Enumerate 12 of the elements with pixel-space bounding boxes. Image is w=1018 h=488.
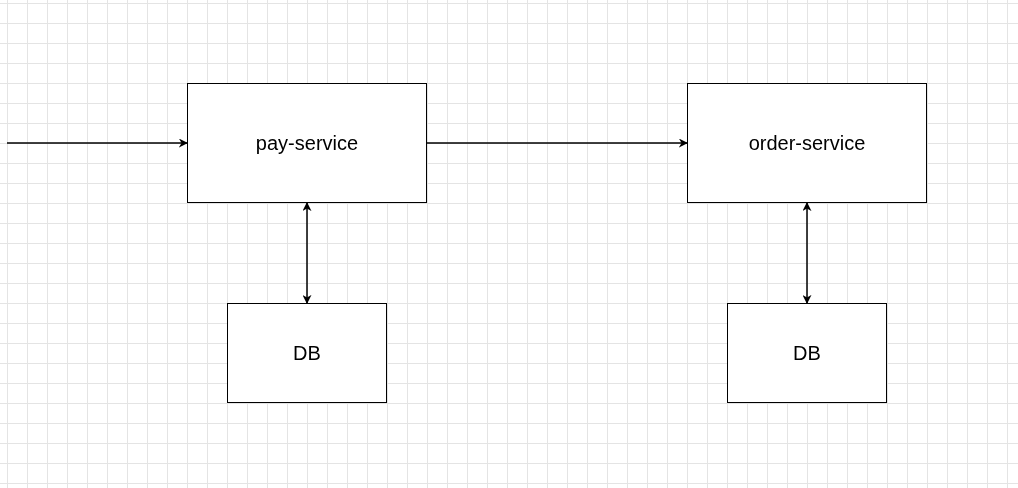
service-box: [227, 303, 387, 403]
service-box: [687, 83, 927, 203]
box-label: DB: [293, 341, 321, 365]
box-label: pay-service: [255, 131, 359, 155]
arrow: [426, 138, 688, 148]
arrow: [802, 202, 812, 304]
service-box: [187, 83, 427, 203]
box-label: DB: [793, 341, 821, 365]
box-label: order-service: [748, 131, 866, 155]
arrow: [302, 202, 312, 304]
arrow: [6, 138, 188, 148]
service-box: [727, 303, 887, 403]
